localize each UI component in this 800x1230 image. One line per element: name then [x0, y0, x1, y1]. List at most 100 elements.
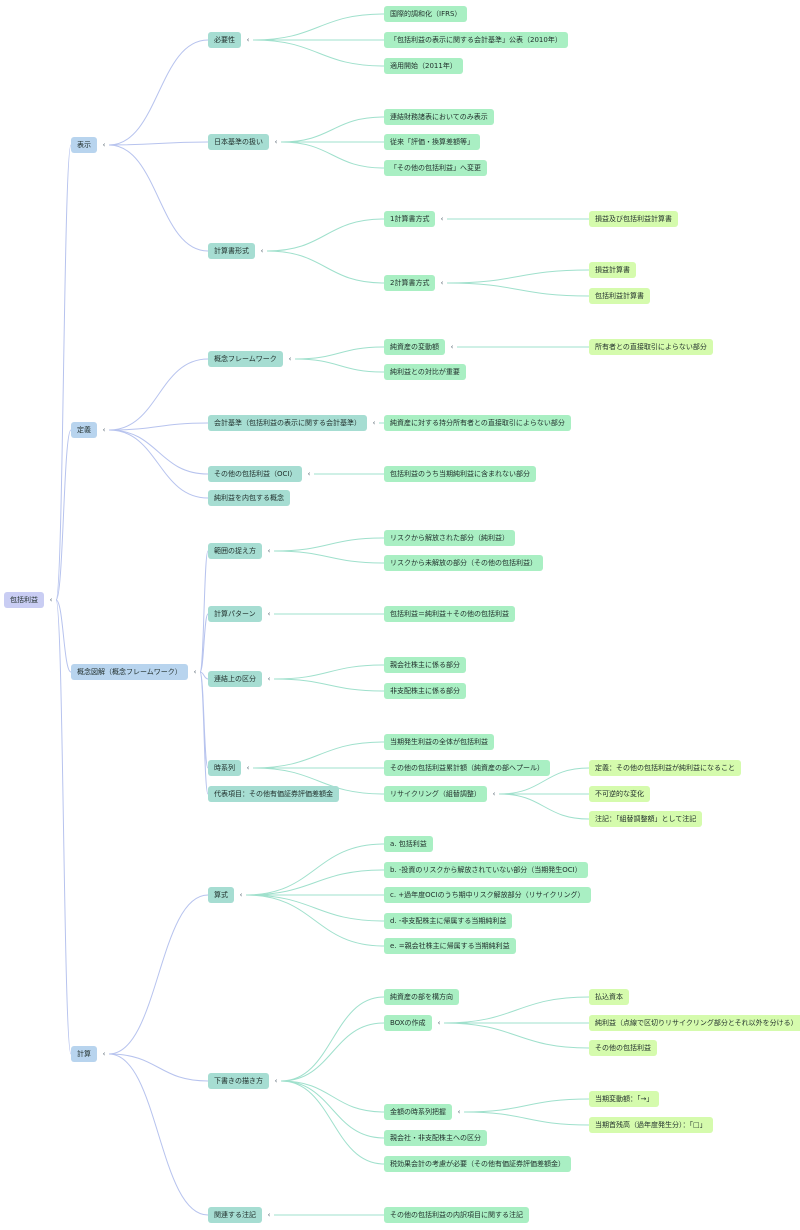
mindmap-node-level2[interactable]: 代表項目：その他有価証券評価差額金 — [208, 786, 339, 802]
mindmap-node-level3[interactable]: 1計算書方式 — [384, 211, 436, 227]
mindmap-node-level2[interactable]: 時系列 — [208, 760, 241, 776]
mindmap-node-level3[interactable]: d. -非支配株主に帰属する当期純利益 — [384, 913, 513, 929]
mindmap-node-level4[interactable]: 純利益（点線で区切りリサイクリング部分とそれ以外を分ける） — [589, 1015, 800, 1031]
mindmap-node-level2[interactable]: 算式 — [208, 887, 234, 903]
mindmap-node-level1[interactable]: 定義 — [71, 422, 97, 438]
collapse-arrow-icon[interactable]: ‹ — [437, 1019, 441, 1027]
mindmap-node-level2[interactable]: 下書きの描き方 — [208, 1073, 269, 1089]
collapse-arrow-icon[interactable]: ‹ — [49, 596, 53, 604]
collapse-arrow-icon[interactable]: ‹ — [267, 547, 271, 555]
mindmap-node-level3[interactable]: e. =親会社株主に帰属する当期純利益 — [384, 938, 516, 954]
connector-line — [294, 358, 385, 373]
mindmap-node-level3[interactable]: b. -投資のリスクから解放されていない部分（当期発生OCI） — [384, 862, 588, 878]
mindmap-node-level3[interactable]: 包括利益＝純利益＋その他の包括利益 — [384, 606, 515, 622]
mindmap-node-level4[interactable]: 所有者との直接取引によらない部分 — [589, 339, 713, 355]
collapse-arrow-icon[interactable]: ‹ — [102, 141, 106, 149]
collapse-arrow-icon[interactable]: ‹ — [288, 355, 292, 363]
collapse-arrow-icon[interactable]: ‹ — [267, 675, 271, 683]
collapse-arrow-icon[interactable]: ‹ — [267, 1211, 271, 1219]
mindmap-node-level4[interactable]: 払込資本 — [589, 989, 629, 1005]
mindmap-node-level4[interactable]: 定義：その他の包括利益が純利益になること — [589, 760, 741, 776]
collapse-arrow-icon[interactable]: ‹ — [440, 215, 444, 223]
mindmap-node-level3[interactable]: 「その他の包括利益」へ変更 — [384, 160, 487, 176]
connector-line — [55, 599, 72, 1055]
mindmap-node-level3[interactable]: 純資産の変動額 — [384, 339, 445, 355]
connector-line — [55, 429, 72, 601]
mindmap-node-level3[interactable]: 非支配株主に係る部分 — [384, 683, 466, 699]
mindmap-node-level3[interactable]: 純利益との対比が重要 — [384, 364, 466, 380]
connector-line — [55, 144, 72, 601]
mindmap-node-level2[interactable]: 範囲の捉え方 — [208, 543, 262, 559]
collapse-arrow-icon[interactable]: ‹ — [239, 891, 243, 899]
connector-line — [108, 141, 209, 146]
mindmap-node-level2[interactable]: 計算パターン — [208, 606, 262, 622]
mindmap-node-level3[interactable]: リスクから未解放の部分（その他の包括利益） — [384, 555, 543, 571]
collapse-arrow-icon[interactable]: ‹ — [492, 790, 496, 798]
mindmap-node-level4[interactable]: 損益及び包括利益計算書 — [589, 211, 678, 227]
mindmap-node-level4[interactable]: 当期首残高（過年度発生分）：「□」 — [589, 1117, 713, 1133]
mindmap-node-level4[interactable]: 包括利益計算書 — [589, 288, 650, 304]
mindmap-node-level3[interactable]: 親会社・非支配株主への区分 — [384, 1130, 487, 1146]
mindmap-node-level3[interactable]: リスクから解放された部分（純利益） — [384, 530, 515, 546]
connector-line — [199, 613, 209, 673]
collapse-arrow-icon[interactable]: ‹ — [457, 1108, 461, 1116]
collapse-arrow-icon[interactable]: ‹ — [274, 138, 278, 146]
collapse-arrow-icon[interactable]: ‹ — [440, 279, 444, 287]
mindmap-node-level3[interactable]: リサイクリング（組替調整） — [384, 786, 487, 802]
collapse-arrow-icon[interactable]: ‹ — [246, 764, 250, 772]
mindmap-node-level2[interactable]: 会計基準（包括利益の表示に関する会計基準） — [208, 415, 367, 431]
mindmap-node-level2[interactable]: 関連する注記 — [208, 1207, 262, 1223]
mindmap-node-level3[interactable]: その他の包括利益累計額（純資産の部へプール） — [384, 760, 550, 776]
mindmap-node-level4[interactable]: 当期変動額：「→」 — [589, 1091, 660, 1107]
mindmap-node-level1[interactable]: 概念図解（概念フレームワーク） — [71, 664, 188, 680]
collapse-arrow-icon[interactable]: ‹ — [246, 36, 250, 44]
collapse-arrow-icon[interactable]: ‹ — [274, 1077, 278, 1085]
mindmap-node-level3[interactable]: 2計算書方式 — [384, 275, 436, 291]
mindmap-node-level3[interactable]: 従来「評価・換算差額等」 — [384, 134, 480, 150]
collapse-arrow-icon[interactable]: ‹ — [372, 419, 376, 427]
root-node[interactable]: 包括利益 — [4, 592, 44, 608]
mindmap-node-level3[interactable]: BOXの作成 — [384, 1015, 432, 1031]
mindmap-node-level3[interactable]: 親会社株主に係る部分 — [384, 657, 466, 673]
mindmap-node-level4[interactable]: 損益計算書 — [589, 262, 636, 278]
mindmap-node-level3[interactable]: 税効果会計の考慮が必要（その他有価証券評価差額金） — [384, 1156, 571, 1172]
mindmap-node-level3[interactable]: その他の包括利益の内訳項目に関する注記 — [384, 1207, 529, 1223]
mindmap-node-level2[interactable]: 日本基準の扱い — [208, 134, 269, 150]
connector-line — [280, 1080, 385, 1139]
mindmap-node-level3[interactable]: a. 包括利益 — [384, 836, 433, 852]
collapse-arrow-icon[interactable]: ‹ — [307, 470, 311, 478]
connector-line — [252, 767, 385, 795]
mindmap-node-level3[interactable]: 包括利益のうち当期純利益に含まれない部分 — [384, 466, 536, 482]
mindmap-node-level2[interactable]: その他の包括利益（OCI） — [208, 466, 303, 482]
mindmap-node-level3[interactable]: 純資産に対する持分所有者との直接取引によらない部分 — [384, 415, 571, 431]
mindmap-node-level1[interactable]: 計算 — [71, 1046, 97, 1062]
mindmap-node-level3[interactable]: 適用開始（2011年） — [384, 58, 463, 74]
connector-line — [280, 141, 385, 169]
collapse-arrow-icon[interactable]: ‹ — [193, 668, 197, 676]
mindmap-node-level3[interactable]: 「包括利益の表示に関する会計基準」公表（2010年） — [384, 32, 568, 48]
mindmap-node-level2[interactable]: 概念フレームワーク — [208, 351, 283, 367]
mindmap-node-level2[interactable]: 必要性 — [208, 32, 241, 48]
connector-line — [245, 894, 385, 947]
collapse-arrow-icon[interactable]: ‹ — [267, 610, 271, 618]
mindmap-node-level3[interactable]: 当期発生利益の全体が包括利益 — [384, 734, 494, 750]
collapse-arrow-icon[interactable]: ‹ — [102, 426, 106, 434]
mindmap-node-level3[interactable]: 連結財務諸表においてのみ表示 — [384, 109, 494, 125]
mindmap-node-level2[interactable]: 純利益を内包する概念 — [208, 490, 290, 506]
mindmap-node-level4[interactable]: その他の包括利益 — [589, 1040, 657, 1056]
mindmap-node-level4[interactable]: 注記：「組替調整額」として注記 — [589, 811, 703, 827]
collapse-arrow-icon[interactable]: ‹ — [450, 343, 454, 351]
mindmap-node-level2[interactable]: 連結上の区分 — [208, 671, 262, 687]
mindmap-node-level1[interactable]: 表示 — [71, 137, 97, 153]
mindmap-node-level3[interactable]: c. +過年度OCIのうち期中リスク解放部分（リサイクリング） — [384, 887, 591, 903]
connector-line — [280, 996, 385, 1082]
collapse-arrow-icon[interactable]: ‹ — [260, 247, 264, 255]
mindmap-node-level2[interactable]: 計算書形式 — [208, 243, 255, 259]
collapse-arrow-icon[interactable]: ‹ — [102, 1050, 106, 1058]
mindmap-node-level3[interactable]: 金額の時系列把握 — [384, 1104, 452, 1120]
connector-line — [108, 39, 209, 146]
mindmap-node-level3[interactable]: 純資産の部を構方向 — [384, 989, 459, 1005]
mindmap-node-level4[interactable]: 不可逆的な変化 — [589, 786, 650, 802]
mindmap-node-level3[interactable]: 国際的調和化（IFRS） — [384, 6, 468, 22]
connector-line — [273, 664, 385, 680]
